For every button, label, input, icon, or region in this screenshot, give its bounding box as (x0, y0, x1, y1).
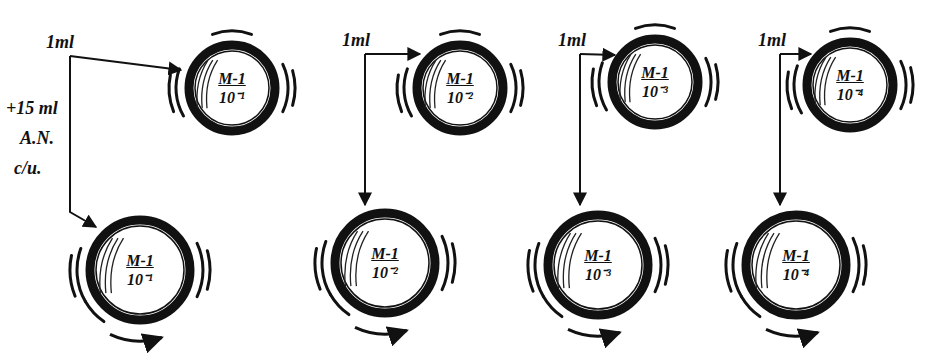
sample-code: M-1 (446, 69, 474, 88)
medium-note: A.N. (20, 128, 54, 148)
swirl-marks (726, 238, 866, 316)
dish-outline (184, 40, 280, 136)
dish-text-group: M-110⁻³ (543, 210, 653, 320)
pipette-arrow (580, 54, 615, 55)
dish-outline (85, 215, 195, 325)
petri-dish: M-110⁻³ (607, 34, 703, 130)
dish-outline (330, 208, 440, 318)
dilution-label: 10⁻³ (585, 265, 611, 284)
streak-line (767, 233, 780, 288)
swirl-marks (787, 28, 913, 113)
dish-text-group: M-110⁻⁴ (802, 37, 898, 133)
dish-text-group: M-110⁻³ (607, 34, 703, 130)
swirl-marks (528, 238, 668, 316)
pipette-arrow (780, 53, 811, 55)
swirl-marks (70, 243, 210, 321)
pipette-arrow (579, 54, 581, 205)
swirl-marks (315, 236, 455, 314)
sample-code: M-1 (782, 246, 810, 265)
streak-line (207, 60, 218, 108)
streak-line (825, 57, 836, 105)
dish-outline (543, 210, 653, 320)
petri-dish: M-110⁻² (412, 40, 508, 136)
petri-dish: M-110⁻⁴ (741, 210, 851, 320)
volume-label: 1ml (342, 30, 370, 50)
petri-dish: M-110⁻¹ (85, 215, 195, 325)
dish-text-group: M-110⁻¹ (184, 40, 280, 136)
dilution-label: 10⁻² (447, 88, 473, 107)
medium-note: +15 ml (6, 98, 58, 118)
volume-label: 1ml (758, 30, 786, 50)
petri-dish: M-110⁻⁴ (802, 37, 898, 133)
sample-code: M-1 (584, 246, 612, 265)
sample-code: M-1 (218, 69, 246, 88)
dilution-label: 10⁻⁴ (837, 85, 864, 104)
rotation-arrow (568, 329, 620, 336)
rotation-arrow (355, 327, 407, 334)
streak-line (569, 233, 582, 288)
pipette-arrow (70, 56, 96, 227)
streak-line (761, 233, 774, 288)
pipette-arrow (779, 54, 781, 205)
dilution-label: 10⁻¹ (219, 88, 245, 107)
dish-text-group: M-110⁻⁴ (741, 210, 851, 320)
streak-line (630, 54, 641, 102)
petri-dish: M-110⁻³ (543, 210, 653, 320)
dish-outline (607, 34, 703, 130)
streak-line (356, 231, 369, 286)
streak-line (105, 238, 118, 293)
dish-text-group: M-110⁻² (330, 208, 440, 318)
streak-line (435, 60, 446, 108)
streak-line (350, 231, 363, 286)
petri-dish: M-110⁻¹ (184, 40, 280, 136)
pipette-arrow (364, 54, 366, 205)
streak-line (563, 233, 576, 288)
swirl-marks (592, 25, 718, 110)
sample-code: M-1 (371, 244, 399, 263)
dilution-label: 10⁻¹ (127, 270, 153, 289)
volume-label: 1ml (46, 32, 74, 52)
dish-text-group: M-110⁻¹ (85, 215, 195, 325)
sample-code: M-1 (641, 63, 669, 82)
streak-line (111, 238, 124, 293)
pipette-arrow (365, 53, 420, 55)
swirl-marks (169, 31, 295, 116)
pipette-arrow (70, 56, 181, 70)
swirl-marks (397, 31, 523, 116)
sample-code: M-1 (126, 251, 154, 270)
volume-label: 1ml (558, 30, 586, 50)
dilution-label: 10⁻² (372, 263, 398, 282)
dish-outline (741, 210, 851, 320)
dish-text-group: M-110⁻² (412, 40, 508, 136)
petri-dish: M-110⁻² (330, 208, 440, 318)
dish-outline (412, 40, 508, 136)
sample-code: M-1 (836, 66, 864, 85)
dilution-label: 10⁻³ (642, 82, 668, 101)
rotation-arrow (766, 329, 818, 336)
rotation-arrow (110, 334, 162, 341)
dilution-label: 10⁻⁴ (783, 265, 810, 284)
dish-outline (802, 37, 898, 133)
medium-note: c/u. (14, 158, 42, 178)
